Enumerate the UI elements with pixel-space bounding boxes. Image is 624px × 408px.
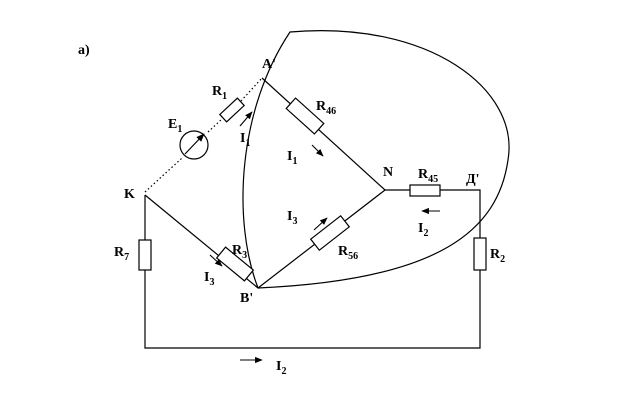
label-current-i2-bottom: I2 [276,359,286,377]
label-r3: R3 [232,243,247,261]
resistor-r2 [473,237,487,271]
label-e1: E1 [168,117,182,135]
label-current-i3-mid: I3 [287,209,297,227]
wire-k-e1 [144,157,183,193]
resistor-r45 [409,184,441,197]
current-arrow-i1-left [239,111,253,127]
label-r46: R46 [316,99,336,117]
current-arrow-i1-mid [311,144,324,157]
short-circuit-loop [242,30,510,289]
current-arrow-i3-mid [313,217,328,231]
emf-source-e1 [179,130,209,160]
outer-loop-wire [144,189,481,349]
label-current-i1-left: I1 [240,131,250,149]
node-label-b: B' [240,291,253,306]
resistor-r7 [138,239,152,271]
node-label-k: K [124,187,135,202]
wire-r1-a [240,77,263,102]
resistor-r46 [285,97,325,135]
label-r45: R45 [418,167,438,185]
wire-e1-r1 [207,118,223,133]
label-current-i2-right: I2 [418,221,428,239]
label-current-i3-left: I3 [204,270,214,288]
label-r7: R7 [114,245,129,263]
wire-a-n [261,77,386,191]
label-r1: R1 [212,84,227,102]
label-current-i1-mid: I1 [287,149,297,167]
node-label-d: Д' [466,172,480,187]
resistor-r1 [218,97,246,123]
label-r56: R56 [338,244,358,262]
resistor-r56 [309,214,351,252]
label-r2: R2 [490,247,505,265]
resistor-r3 [215,246,255,282]
node-label-n: N [383,165,393,180]
current-arrow-i3-left [209,254,223,267]
node-label-a: A' [262,57,276,72]
figure-label: а) [78,43,90,58]
